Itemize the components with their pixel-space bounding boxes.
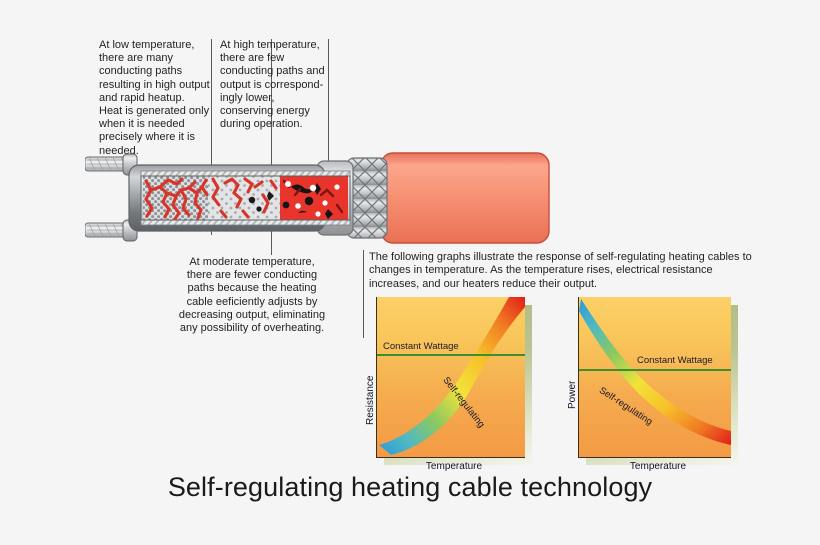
chart-1-y-axis-label: Resistance	[365, 375, 376, 425]
cable-cutaway-illustration	[84, 143, 555, 255]
callout-moderate-temperature: At moderate temperature, there are fewer…	[178, 256, 326, 335]
leader-line-1	[211, 39, 212, 235]
moderate-temperature-zone	[208, 176, 280, 220]
chart-power-vs-temperature: Constant Wattage Self-regulating Power T…	[567, 297, 754, 477]
callout-high-temperature: At high temperature, there are few condu…	[220, 39, 325, 131]
series-self-regulating-band	[379, 297, 525, 455]
callout-low-temperature: At low temperature, there are many condu…	[99, 39, 210, 157]
low-temperature-zone	[143, 176, 208, 220]
chart-1-constant-wattage-line	[377, 354, 525, 356]
chart-resistance-vs-temperature: Constant Wattage Self-regulating Resista…	[365, 297, 546, 477]
leader-line-3	[328, 39, 329, 235]
chart-2-constant-wattage-label: Constant Wattage	[637, 355, 713, 366]
chart-2-plot-area: Constant Wattage Self-regulating	[578, 297, 731, 458]
outer-jacket	[380, 152, 550, 244]
high-temperature-zone	[280, 176, 348, 220]
chart-1-x-axis-label: Temperature	[425, 461, 483, 472]
graphs-description-paragraph: The following graphs illustrate the resp…	[369, 251, 752, 290]
chart-1-plot-area: Constant Wattage Self-regulating	[376, 297, 525, 458]
series-self-regulating-band	[579, 299, 731, 445]
page-title: Self-regulating heating cable technology	[167, 472, 653, 502]
chart-2-y-axis-label: Power	[567, 380, 578, 409]
leader-line-2	[271, 39, 272, 255]
chart-2-constant-wattage-line	[579, 369, 731, 371]
chart-2-x-axis-label: Temperature	[629, 461, 687, 472]
chart-1-constant-wattage-label: Constant Wattage	[383, 341, 459, 352]
leader-line-4	[363, 250, 364, 338]
